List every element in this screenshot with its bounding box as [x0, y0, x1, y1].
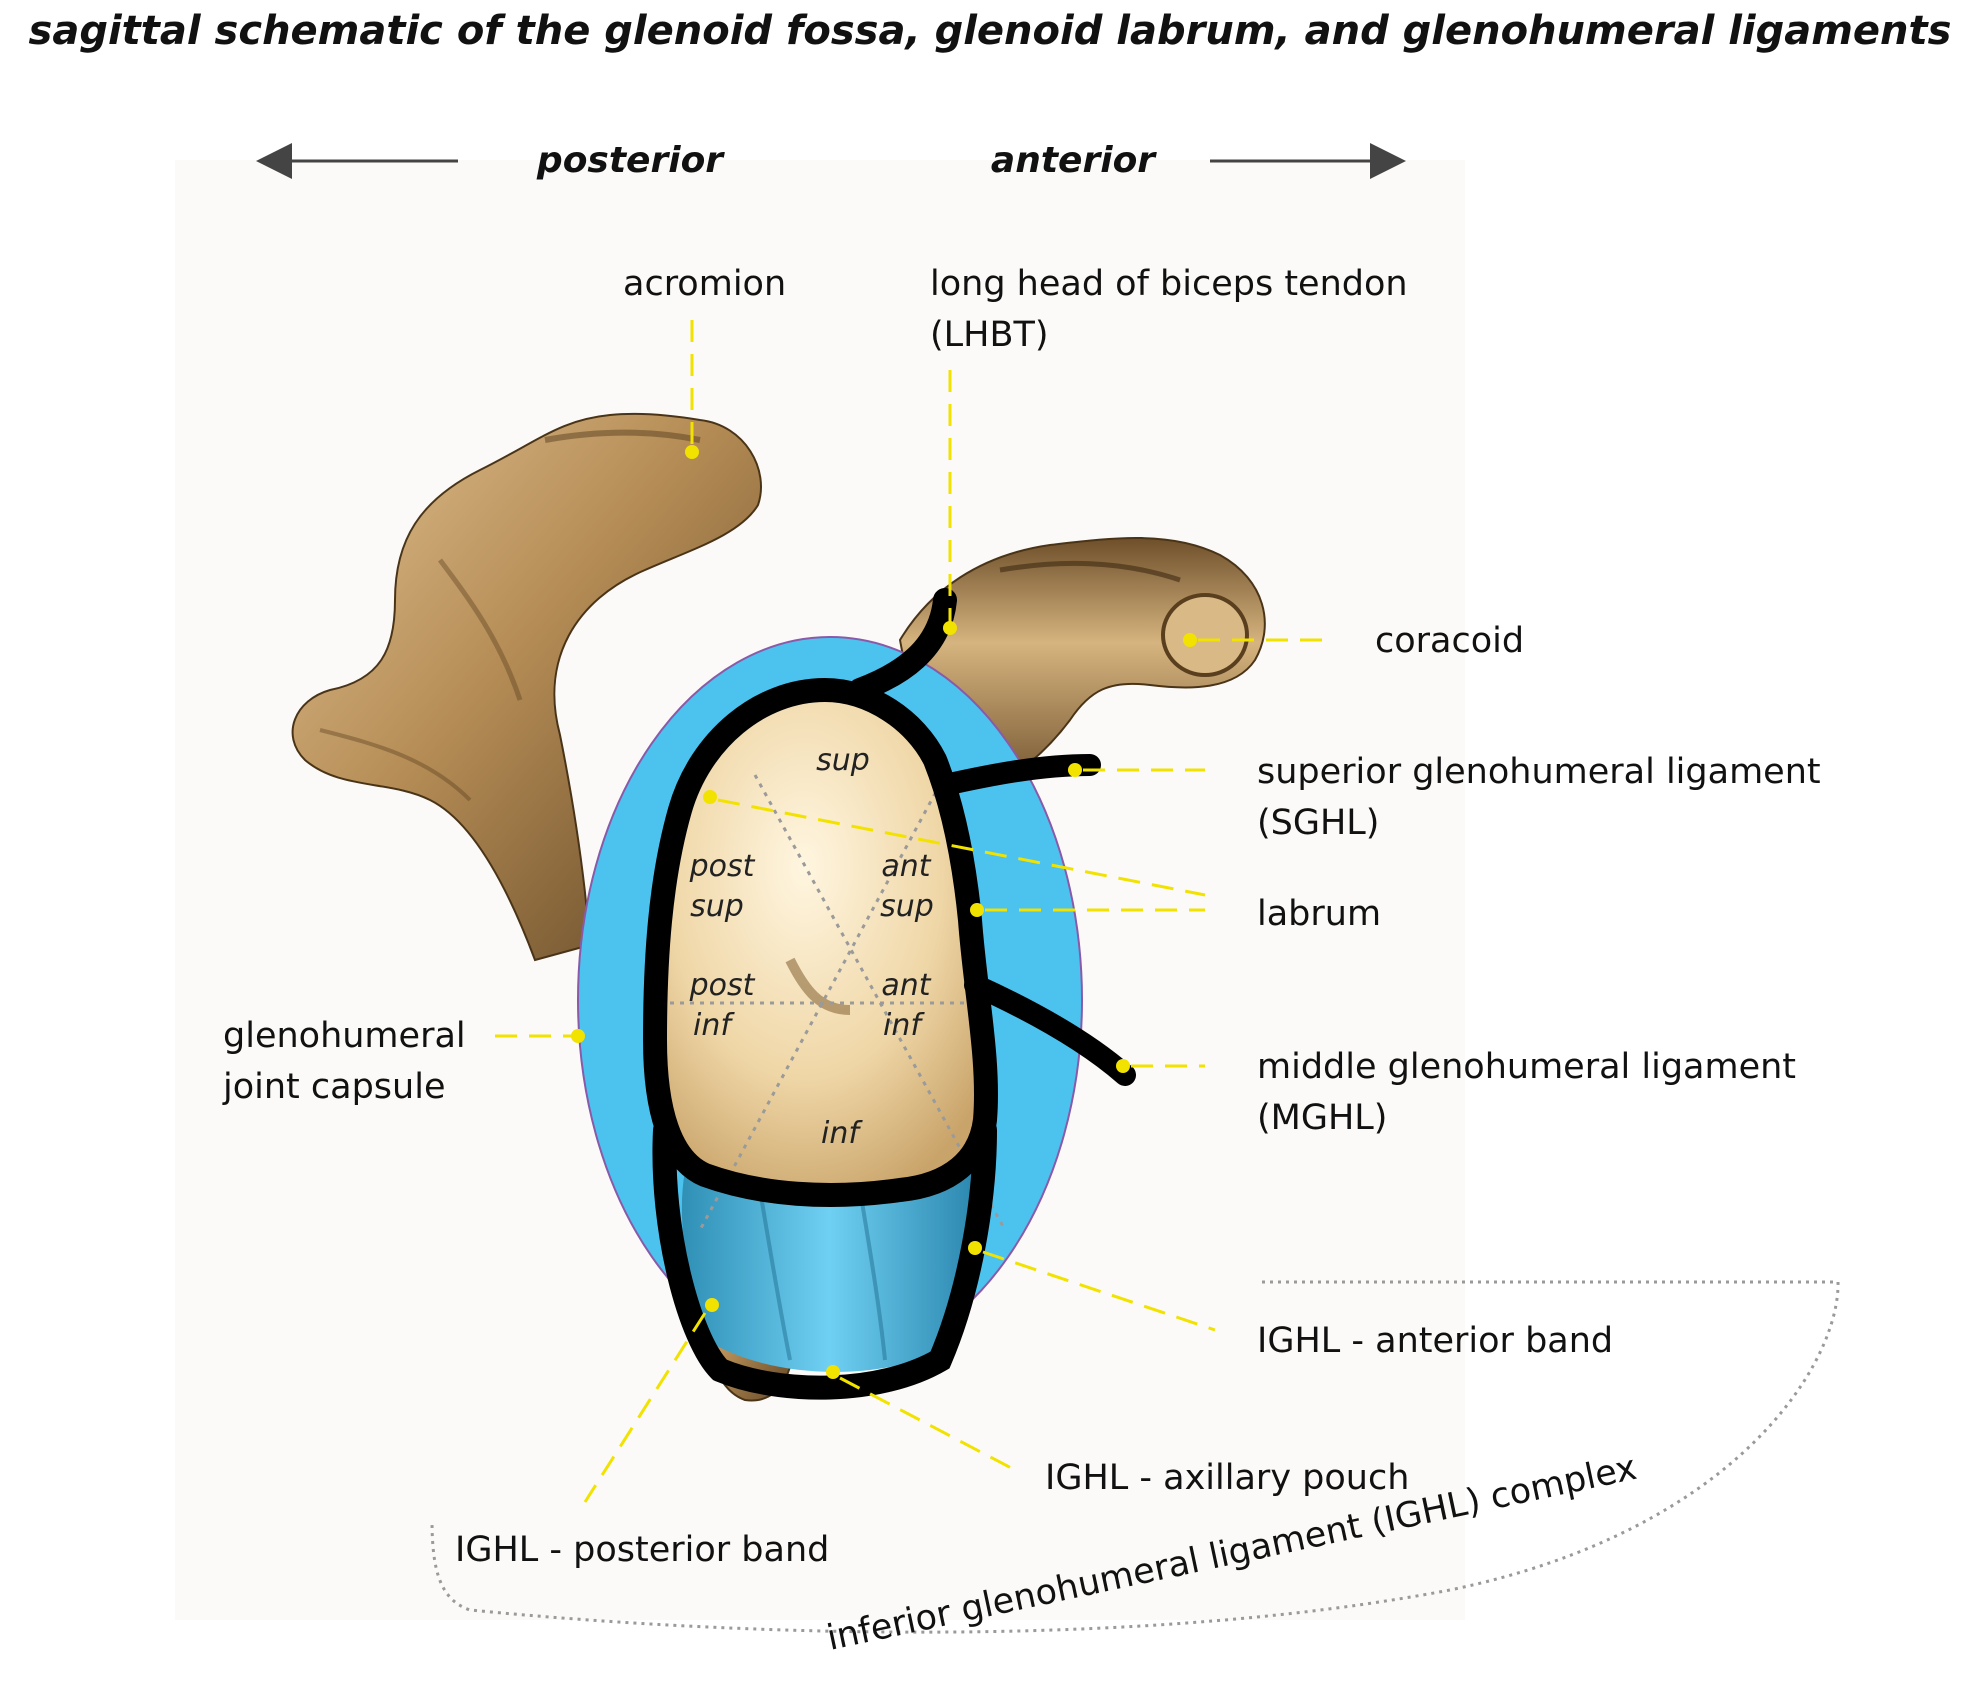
- zone-post-inf-line2: inf: [693, 1008, 735, 1043]
- fossa-notch: [785, 957, 851, 1015]
- coracoid-tip: [1161, 593, 1249, 677]
- coracoid-ridge: [999, 560, 1181, 583]
- label-lhbt-line2: (LHBT): [930, 315, 1049, 355]
- leader-acromion: [685, 320, 699, 459]
- leader-ighl-posterior: [583, 1298, 719, 1503]
- label-sghl-line2: (SGHL): [1257, 803, 1379, 843]
- leader-sghl: [1068, 763, 1205, 777]
- acromion-ridge-3: [319, 728, 472, 802]
- label-mghl-line2: (MGHL): [1257, 1098, 1387, 1138]
- zone-sup: sup: [816, 743, 870, 778]
- zone-ant-sup-line1: ant: [881, 849, 931, 884]
- label-capsule-line2: joint capsule: [222, 1067, 445, 1107]
- acromion-bone: [291, 412, 762, 962]
- zone-ant-sup-line2: sup: [880, 889, 934, 924]
- zone-post-sup-line2: sup: [690, 889, 744, 924]
- label-ighl-posterior: IGHL - posterior band: [455, 1530, 829, 1570]
- label-ighl-axillary: IGHL - axillary pouch: [1045, 1458, 1409, 1498]
- zone-post-inf-line1: post: [689, 968, 756, 1003]
- ighl-complex-bracket: [430, 1280, 1840, 1634]
- leader-labrum: [703, 790, 1206, 917]
- leader-lhbt: [943, 370, 957, 635]
- label-mghl-line1: middle glenohumeral ligament: [1257, 1047, 1796, 1087]
- acromion-ridge-1: [544, 429, 701, 443]
- leader-coracoid: [1183, 633, 1325, 647]
- labrum-ring: [643, 678, 999, 1207]
- anterior-label: anterior: [991, 140, 1157, 181]
- label-acromion: acromion: [623, 264, 786, 304]
- label-coracoid: coracoid: [1375, 621, 1524, 661]
- page-title: sagittal schematic of the glenoid fossa,…: [29, 8, 1952, 54]
- label-lhbt-line1: long head of biceps tendon: [930, 264, 1408, 304]
- lhbt-tendon: [848, 588, 957, 702]
- acromion-ridge-2: [437, 558, 523, 701]
- leader-ighl-anterior: [968, 1241, 1216, 1332]
- zone-inf: inf: [821, 1116, 863, 1151]
- leader-mghl: [1116, 1059, 1205, 1073]
- zone-ant-inf-line1: ant: [881, 968, 931, 1003]
- label-ighl-anterior: IGHL - anterior band: [1257, 1321, 1613, 1361]
- glenoid-fossa: [655, 690, 987, 1195]
- leader-ighl-axillary: [826, 1365, 1016, 1472]
- zone-ant-inf-line2: inf: [883, 1008, 925, 1043]
- axillary-pouch-fill: [681, 1155, 978, 1372]
- mghl-ligament: [964, 974, 1136, 1086]
- label-labrum: labrum: [1257, 894, 1381, 934]
- label-capsule-line1: glenohumeral: [223, 1016, 466, 1056]
- zone-line-diagonal-2: [698, 774, 947, 1231]
- leader-capsule: [495, 1029, 585, 1043]
- zone-post-sup-line1: post: [689, 849, 756, 884]
- label-sghl-line1: superior glenohumeral ligament: [1257, 752, 1821, 792]
- posterior-label: posterior: [536, 140, 725, 181]
- pouch-folds: [758, 1189, 887, 1361]
